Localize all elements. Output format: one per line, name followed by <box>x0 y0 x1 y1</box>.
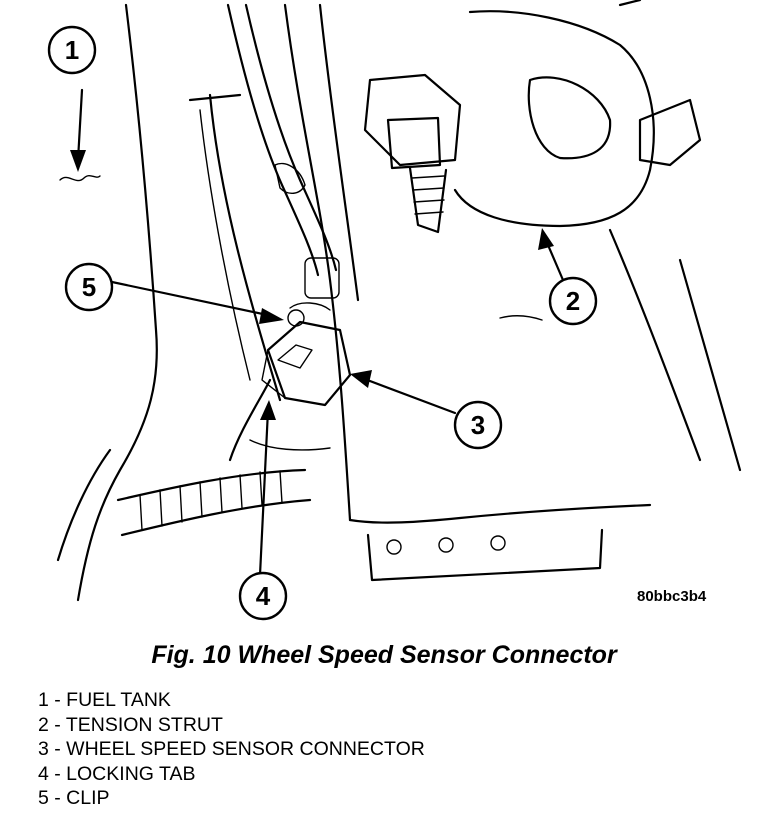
svg-text:2: 2 <box>566 286 580 316</box>
image-reference-code: 80bbc3b4 <box>637 588 707 605</box>
svg-text:5: 5 <box>82 272 96 302</box>
legend-item-locking-tab: 4 - LOCKING TAB <box>38 762 196 785</box>
wheel-speed-sensor-illustration: 1 2 3 4 5 80bbc3b4 <box>47 0 742 621</box>
legend-item-clip: 5 - CLIP <box>38 787 110 810</box>
tension-strut-drawing <box>363 0 702 234</box>
wiring-harness-drawing <box>116 378 312 537</box>
callout-2: 2 <box>548 276 598 326</box>
svg-text:3: 3 <box>471 410 485 440</box>
sensor-cable-drawing <box>226 3 340 299</box>
figure-caption: Fig. 10 Wheel Speed Sensor Connector <box>151 641 617 669</box>
legend-list: 1 - FUEL TANK 2 - TENSION STRUT 3 - WHEE… <box>38 688 425 811</box>
legend-item-fuel-tank: 1 - FUEL TANK <box>38 689 171 711</box>
legend-item-sensor-connector: 3 - WHEEL SPEED SENSOR CONNECTOR <box>38 738 425 761</box>
svg-text:1: 1 <box>65 35 79 65</box>
leader-arrows <box>59 88 565 577</box>
legend-item-tension-strut: 2 - TENSION STRUT <box>38 713 223 736</box>
callout-3: 3 <box>453 400 503 450</box>
connector-body-drawing <box>261 302 352 407</box>
callout-5: 5 <box>64 262 114 312</box>
callout-1: 1 <box>47 25 97 75</box>
svg-text:4: 4 <box>256 581 271 611</box>
callout-4: 4 <box>238 571 288 621</box>
frame-rail-drawing <box>499 228 742 472</box>
body-panel-drawing <box>249 3 652 582</box>
fuel-tank-drawing <box>56 3 282 602</box>
